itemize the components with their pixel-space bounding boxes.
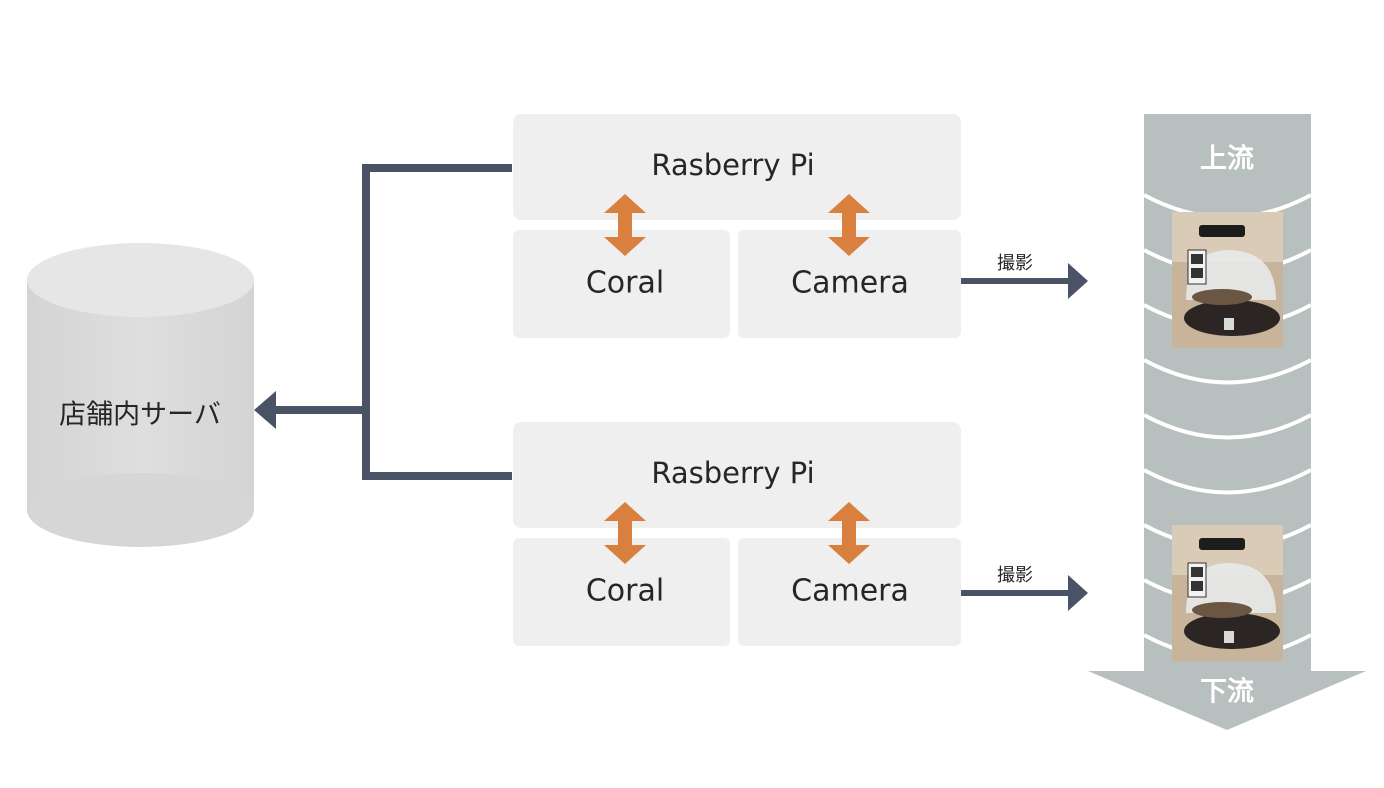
bidirectional-arrow-icon	[604, 502, 646, 564]
arrow-right-icon	[1068, 575, 1088, 611]
connector-lines	[272, 164, 512, 480]
unit-2-title: Rasberry Pi	[651, 456, 815, 490]
connector-bracket	[362, 164, 512, 480]
unit-panel-2	[513, 422, 961, 646]
downstream-label: 下流	[1200, 676, 1254, 708]
unit-2-coral-label: Coral	[585, 573, 665, 609]
bidirectional-arrow-icon	[604, 194, 646, 256]
unit-1-title: Rasberry Pi	[651, 148, 815, 182]
conveyor-belt	[1088, 114, 1366, 730]
arrow-right-icon	[1068, 263, 1088, 299]
unit-1-shoot-label: 撮影	[997, 253, 1033, 274]
device-photo	[1172, 525, 1283, 661]
server-label: 店舗内サーバ	[59, 399, 221, 431]
unit-1-coral-label: Coral	[585, 265, 665, 301]
conveyor-direction-arrowhead	[1088, 671, 1366, 730]
unit-1-camera-label: Camera	[791, 265, 909, 301]
upstream-label: 上流	[1200, 143, 1254, 175]
unit-panel-1	[513, 114, 961, 338]
shoot-arrow-2	[961, 575, 1088, 611]
device-photo	[1172, 212, 1283, 348]
unit-2-camera-label: Camera	[791, 573, 909, 609]
bidirectional-arrow-icon	[828, 502, 870, 564]
shoot-arrow-1	[961, 263, 1088, 299]
bidirectional-arrow-icon	[828, 194, 870, 256]
unit-2-shoot-label: 撮影	[997, 565, 1033, 586]
server-cylinder	[27, 243, 254, 547]
arrow-to-server-icon	[254, 391, 276, 429]
